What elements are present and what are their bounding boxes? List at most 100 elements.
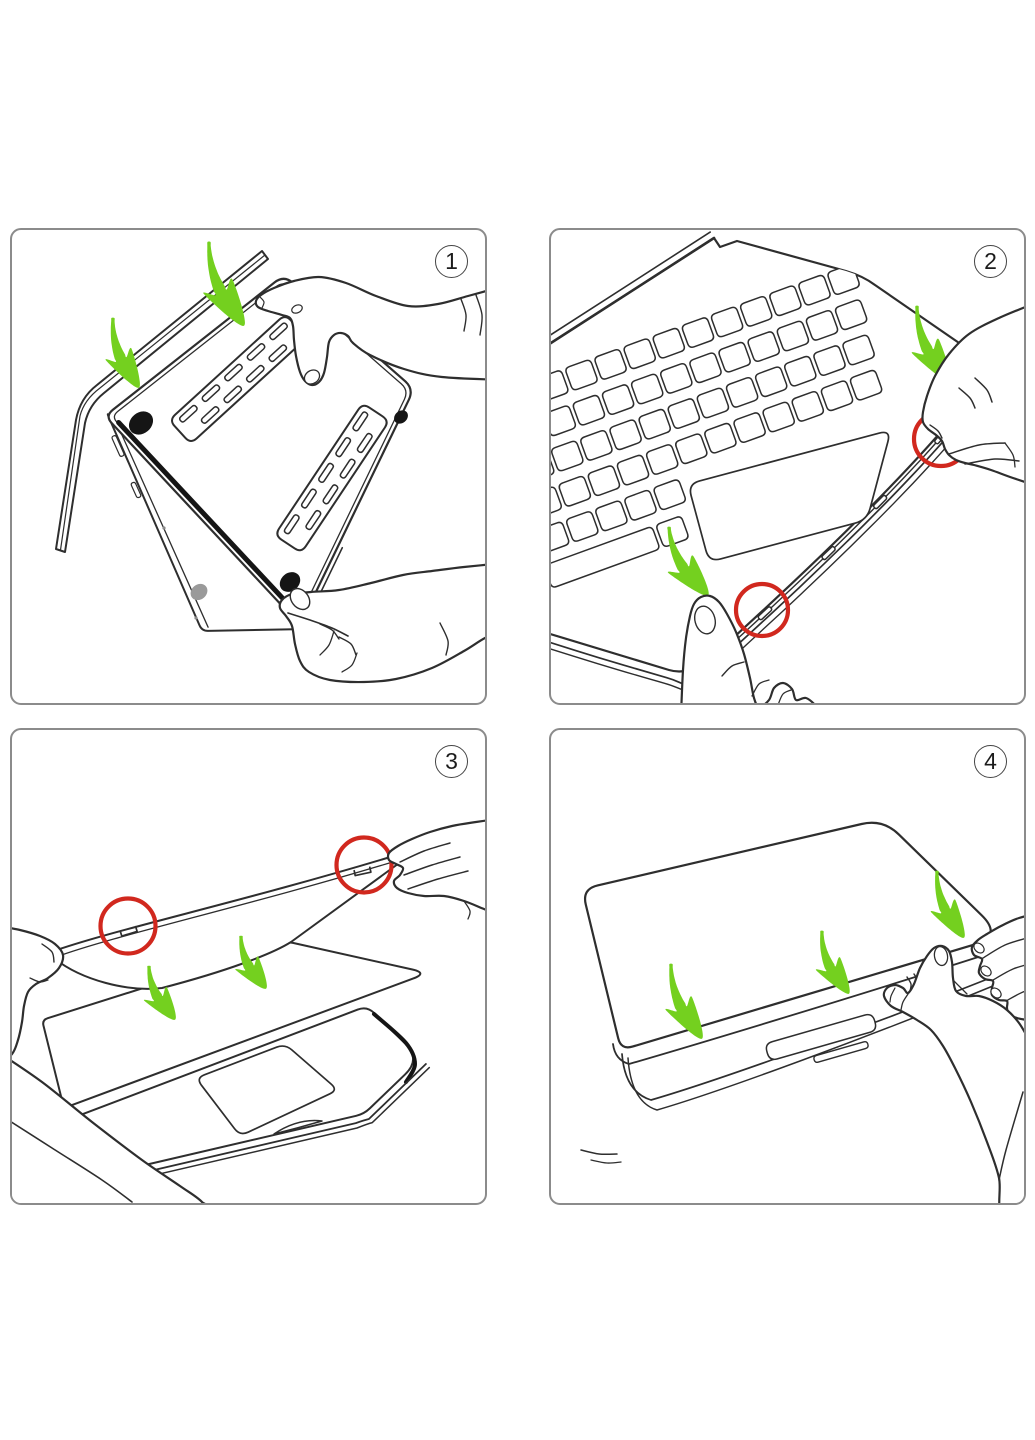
trackpad bbox=[689, 431, 890, 561]
clip-tab bbox=[872, 494, 888, 510]
finger-line bbox=[948, 442, 1006, 455]
step-panel-1: 1 bbox=[10, 228, 487, 705]
vent-slot bbox=[356, 432, 373, 454]
thumbnail-line bbox=[929, 424, 943, 439]
step-2-number: 2 bbox=[984, 248, 997, 274]
wrist-crease bbox=[460, 298, 467, 332]
forearm-left bbox=[12, 1059, 206, 1203]
vent-slot bbox=[335, 437, 352, 458]
hand-bottom bbox=[278, 563, 485, 684]
knuckle-crease bbox=[721, 661, 745, 677]
key bbox=[551, 526, 660, 588]
finger-crease bbox=[319, 630, 335, 656]
knuckle-crease bbox=[319, 623, 340, 640]
vent-slot bbox=[245, 364, 265, 383]
green-arrow-icon bbox=[930, 870, 965, 938]
red-circle-marker bbox=[334, 835, 394, 895]
step-4-number: 4 bbox=[984, 748, 997, 774]
vent-slot bbox=[224, 363, 243, 382]
step-2-illustration-snap-front-edge-clips bbox=[551, 231, 1024, 703]
vent-slot bbox=[352, 411, 369, 432]
fingernail bbox=[973, 942, 985, 954]
green-arrow-icon bbox=[911, 305, 951, 382]
clip-tab bbox=[757, 606, 773, 621]
finger-line bbox=[407, 870, 469, 890]
knuckle-crease bbox=[751, 679, 770, 697]
vent-strip bbox=[276, 404, 388, 552]
hand-right bbox=[386, 819, 485, 911]
case-rim bbox=[104, 1066, 431, 1188]
clip-notch bbox=[353, 866, 372, 877]
fingernail bbox=[980, 965, 992, 977]
case-rim-back bbox=[551, 231, 711, 336]
thumbnail bbox=[693, 605, 717, 635]
green-arrow-icon bbox=[143, 965, 176, 1020]
cover-band-line bbox=[55, 860, 397, 958]
knuckle-crease bbox=[778, 689, 792, 703]
fingertip-nail bbox=[303, 369, 321, 385]
finger-crease bbox=[889, 987, 896, 1003]
vent-slot bbox=[305, 509, 322, 531]
wrist-crease bbox=[439, 622, 449, 656]
vent-slot bbox=[322, 484, 339, 505]
green-arrow-icon bbox=[203, 241, 245, 326]
port-slot bbox=[111, 435, 125, 457]
thumb-scoop bbox=[273, 1119, 323, 1135]
finger-line bbox=[403, 856, 461, 876]
clip-tab bbox=[821, 545, 836, 561]
step-panel-4: 4 bbox=[549, 728, 1026, 1205]
crease bbox=[463, 900, 471, 920]
hand-lower bbox=[882, 944, 1024, 1203]
front-slot bbox=[813, 1040, 869, 1064]
step-1-number: 1 bbox=[445, 248, 458, 274]
finger-line bbox=[982, 938, 1024, 959]
step-1-illustration-attach-bottom-case bbox=[55, 241, 485, 684]
finger-line bbox=[992, 964, 1024, 981]
vent-slot bbox=[318, 462, 335, 483]
cover-top bbox=[50, 854, 403, 990]
knuckle-crease bbox=[338, 636, 357, 656]
finger-line bbox=[399, 842, 451, 863]
laptop-lid-edge-line bbox=[59, 254, 266, 551]
clip-notch bbox=[119, 925, 138, 937]
wrist-crease bbox=[475, 294, 483, 336]
thumbnail bbox=[933, 945, 949, 967]
thumb-crease bbox=[952, 979, 968, 995]
vent-slot bbox=[201, 384, 221, 403]
front-indent bbox=[765, 1013, 877, 1061]
fingernail bbox=[990, 987, 1002, 999]
step-4-illustration-press-edges-to-finish bbox=[580, 821, 1024, 1203]
keyboard-keys bbox=[551, 264, 883, 588]
step-3-illustration-attach-top-cover bbox=[12, 819, 485, 1203]
red-circle-marker bbox=[733, 581, 791, 639]
base-shadow-band bbox=[372, 1012, 417, 1084]
green-arrow-icon bbox=[235, 935, 267, 989]
green-arrow-icon bbox=[667, 526, 709, 596]
case-foot bbox=[279, 572, 301, 592]
green-arrow-icon bbox=[815, 930, 850, 994]
step-panel-3: 3 bbox=[10, 728, 487, 1205]
deck-back-edge bbox=[551, 236, 716, 345]
green-arrow-icon bbox=[105, 317, 140, 388]
case-foot bbox=[128, 411, 154, 435]
hand-right bbox=[921, 306, 1024, 483]
case-shadow-band bbox=[116, 420, 293, 610]
hand-left bbox=[12, 927, 65, 1056]
vent-slot bbox=[200, 406, 220, 424]
vent-slot bbox=[246, 343, 266, 361]
finger-crease bbox=[1004, 442, 1016, 468]
wrist-crease bbox=[998, 1091, 1024, 1181]
fingernail-line bbox=[259, 296, 265, 309]
knuckle bbox=[291, 304, 303, 314]
step-1-number-badge: 1 bbox=[435, 245, 468, 278]
step-panel-2: 2 bbox=[549, 228, 1026, 705]
thumb-crease bbox=[958, 387, 976, 409]
step-2-number-badge: 2 bbox=[974, 245, 1007, 278]
step-3-number-badge: 3 bbox=[435, 745, 468, 778]
case-rim bbox=[103, 1063, 427, 1183]
finger-crease bbox=[900, 993, 909, 1011]
laptop-foot-gray bbox=[190, 583, 208, 601]
shadow-mark bbox=[580, 1149, 618, 1156]
trackpad bbox=[198, 1045, 336, 1135]
vent-slot bbox=[223, 385, 243, 404]
